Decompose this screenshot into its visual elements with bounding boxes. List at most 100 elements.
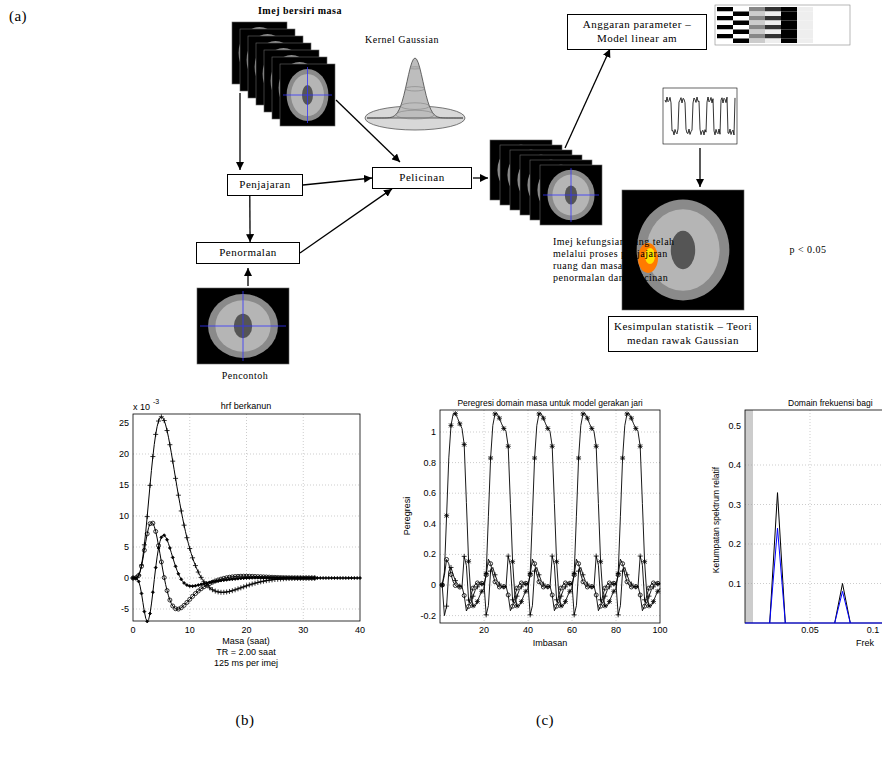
grid-line <box>440 554 660 555</box>
matrix-cell <box>749 25 765 30</box>
image-frame <box>540 165 602 225</box>
frequency-plot <box>745 410 882 623</box>
matrix-cell <box>733 7 749 12</box>
spectrum-peak <box>835 591 851 623</box>
regressor-plot <box>440 410 661 623</box>
process-box: Anggaran parameter – Model linear am <box>567 14 707 50</box>
time-series <box>663 88 737 144</box>
axis-text: 0.4 <box>728 460 741 471</box>
matrix-cell <box>733 34 749 39</box>
matrix-cell <box>733 30 749 35</box>
axis-text: 10 <box>185 625 195 636</box>
axis-text: 30 <box>298 625 308 636</box>
process-box: Penormalan <box>196 242 300 264</box>
matrix-cell <box>797 39 813 44</box>
gaussian-kernel <box>365 58 465 130</box>
series-line <box>665 97 735 135</box>
matrix-cell <box>765 7 781 12</box>
matrix-cell <box>733 39 749 44</box>
axis-text: 0.4 <box>423 518 436 529</box>
curve-markers <box>440 554 661 618</box>
matrix-cell <box>797 16 813 21</box>
grid-line <box>440 615 660 616</box>
matrix-cell <box>765 39 781 44</box>
grid-line <box>810 410 811 623</box>
matrix-cell <box>781 16 797 21</box>
matrix-cell <box>797 25 813 30</box>
axis-text: -5 <box>121 604 129 615</box>
image-stack <box>232 22 335 126</box>
matrix-cell <box>749 12 765 17</box>
annotation: p < 0.05 <box>789 244 826 256</box>
spectrum-peak <box>835 584 851 624</box>
curve-markers <box>131 414 318 594</box>
axis-text: 0 <box>431 580 436 591</box>
axis-text: Frek <box>856 638 874 649</box>
matrix-cell <box>765 25 781 30</box>
process-box: Penjajaran <box>227 174 303 196</box>
grid-line <box>133 454 360 455</box>
axis-text: Peregresi <box>402 497 413 536</box>
matrix-cell <box>781 7 797 12</box>
axis-text: 0.5 <box>728 420 741 431</box>
axis-text: -3 <box>153 398 159 406</box>
axis-text: Imbasan <box>533 638 568 649</box>
axis-text: 20 <box>119 449 129 460</box>
matrix-cell <box>765 16 781 21</box>
axis-text: 40 <box>523 625 533 636</box>
axis-text: Masa (saat) <box>222 636 270 647</box>
matrix-cell <box>749 16 765 21</box>
grid-line <box>133 547 360 548</box>
matrix-cell <box>781 39 797 44</box>
image-frame <box>280 64 335 126</box>
hrf-curve <box>133 417 315 593</box>
flow-arrow <box>239 93 240 170</box>
kernel-contour <box>396 110 434 119</box>
kernel-surface <box>367 58 463 118</box>
matrix-cell <box>765 12 781 17</box>
matrix-cell <box>797 7 813 12</box>
grid-line <box>303 414 304 621</box>
matrix-cell <box>749 34 765 39</box>
grid-line <box>440 523 660 524</box>
image-frame <box>197 288 289 364</box>
matrix-cell <box>765 21 781 26</box>
box-label: Penjajaran <box>233 178 297 192</box>
axis-text: -0.2 <box>420 610 436 621</box>
kernel-contour <box>401 103 430 110</box>
box-label: Penormalan <box>202 246 294 260</box>
axis-text: 20 <box>479 625 489 636</box>
axes-frame <box>133 414 360 621</box>
axis-text: 40 <box>355 625 365 636</box>
spectrum-peak <box>770 528 786 623</box>
axis-text: 25 <box>119 418 129 429</box>
matrix-cell <box>749 30 765 35</box>
flow-arrow <box>247 268 248 286</box>
axis-text: 0 <box>130 625 135 636</box>
axis-text: 0.3 <box>728 499 741 510</box>
axis-text: Ketumpatan spektrum relatif <box>711 467 721 573</box>
hrf-curve <box>133 522 315 609</box>
matrix-cell <box>781 21 797 26</box>
filter-band <box>745 410 753 623</box>
design-matrix <box>715 5 850 45</box>
grid-line <box>745 504 882 505</box>
axis-text: 0.1 <box>867 625 880 636</box>
matrix-cell <box>717 7 733 12</box>
annotation: Imej kefungsian yang telah melalui prose… <box>553 236 678 284</box>
image-stack <box>490 140 602 225</box>
axis-text: Domain frekuensi bagi <box>788 398 873 408</box>
matrix-cell <box>781 34 797 39</box>
annotation: Imej bersiri masa <box>258 5 342 17</box>
matrix-cell <box>781 30 797 35</box>
curve-markers <box>316 577 362 580</box>
curve-markers <box>131 521 317 611</box>
annotation: (b) <box>236 711 255 729</box>
spectrum-peak <box>770 493 786 623</box>
axis-text: Peregresi domain masa untuk model geraka… <box>457 398 642 408</box>
flow-arrow <box>473 177 488 178</box>
grid-line <box>133 485 360 486</box>
matrix-cell <box>749 21 765 26</box>
